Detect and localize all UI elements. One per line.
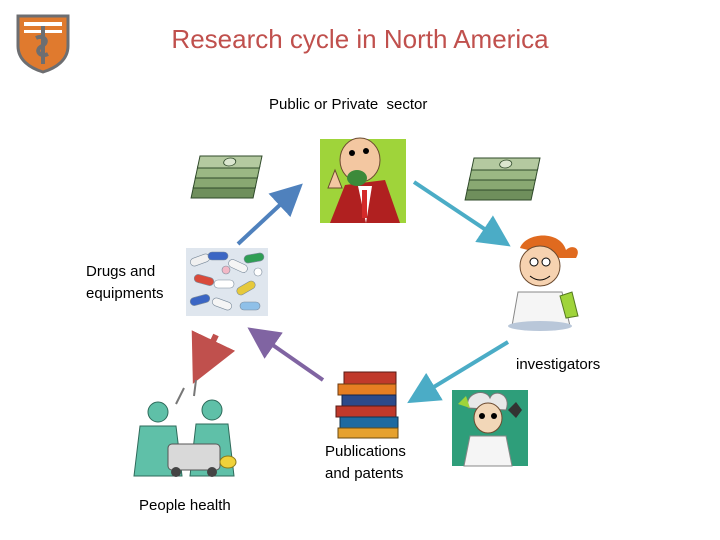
- scientist-icon: [508, 235, 579, 331]
- publications-label: Publications and patents: [325, 441, 406, 485]
- arrow-investigators-to-publications: [407, 340, 510, 404]
- publications-label-line2: and patents: [325, 465, 404, 482]
- slide-title: Research cycle in North America: [171, 24, 549, 54]
- people-health-label: People health: [139, 497, 231, 514]
- pills-icon: [186, 248, 268, 316]
- mad-scientist-icon: [452, 390, 528, 467]
- drugs-label-line1: Drugs and: [86, 263, 156, 280]
- books-icon: [335, 371, 399, 439]
- sector-label: Public or Private sector: [269, 96, 428, 113]
- surgeons-icon: [133, 379, 237, 477]
- money-stack-icon: [464, 157, 541, 201]
- drugs-label: Drugs and equipments: [86, 261, 164, 305]
- arrow-drugs-to-health: [191, 330, 236, 384]
- arrow-drugs-to-sector: [236, 183, 303, 246]
- businessman-icon: [320, 137, 406, 223]
- money-stack-icon: [190, 155, 263, 199]
- investigators-label: investigators: [516, 356, 601, 373]
- arrow-sector-to-investigators: [412, 180, 511, 247]
- university-logo-icon: [16, 14, 70, 74]
- arrow-publications-to-drugs: [247, 327, 325, 382]
- drugs-label-line2: equipments: [86, 285, 164, 302]
- publications-label-line1: Publications: [325, 443, 406, 460]
